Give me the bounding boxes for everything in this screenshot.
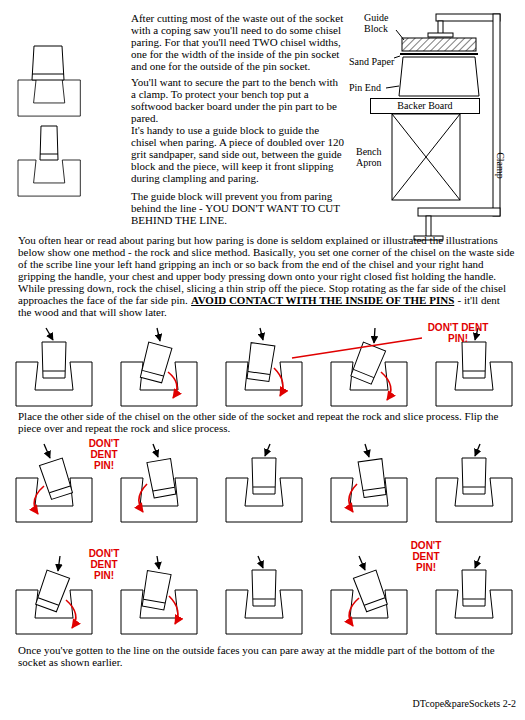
warning-callout: DON'T DENT PIN! bbox=[424, 322, 492, 344]
node-label: Backer Board bbox=[397, 100, 452, 112]
page-footer: DTcope&pareSockets 2-2 bbox=[300, 698, 516, 710]
paragraph: Place the other side of the chisel on th… bbox=[18, 410, 515, 434]
part-label: Guide Block bbox=[364, 12, 398, 34]
paring-row-1 bbox=[16, 328, 512, 406]
paragraph: You often hear or read about paring but … bbox=[18, 234, 515, 318]
backer-board: Backer Board bbox=[370, 98, 480, 114]
paragraph: You'll want to secure the part to the be… bbox=[131, 76, 345, 124]
wide-chisel-figure bbox=[18, 46, 80, 116]
part-label: Pin End bbox=[349, 82, 385, 93]
warning-callout: DON'T DENT PIN! bbox=[86, 548, 122, 581]
paragraph: After cutting most of the waste out of t… bbox=[131, 12, 345, 72]
part-label: Sand Paper bbox=[349, 56, 395, 67]
paragraph: It's handy to use a guide block to guide… bbox=[131, 124, 345, 184]
paragraph: The guide block will prevent you from pa… bbox=[131, 190, 345, 226]
part-label: Bench Apron bbox=[356, 146, 390, 168]
warning-text: AVOID CONTACT WITH THE INSIDE OF THE PIN… bbox=[191, 294, 454, 306]
paragraph: Once you've gotten to the line on the ou… bbox=[18, 644, 515, 668]
warning-callout: DON'T DENT PIN! bbox=[86, 438, 122, 471]
narrow-chisel-figure bbox=[18, 126, 80, 196]
warning-callout: DON'T DENT PIN! bbox=[408, 540, 444, 573]
clamp-setup bbox=[386, 14, 500, 240]
part-label: Clamp bbox=[495, 146, 506, 186]
